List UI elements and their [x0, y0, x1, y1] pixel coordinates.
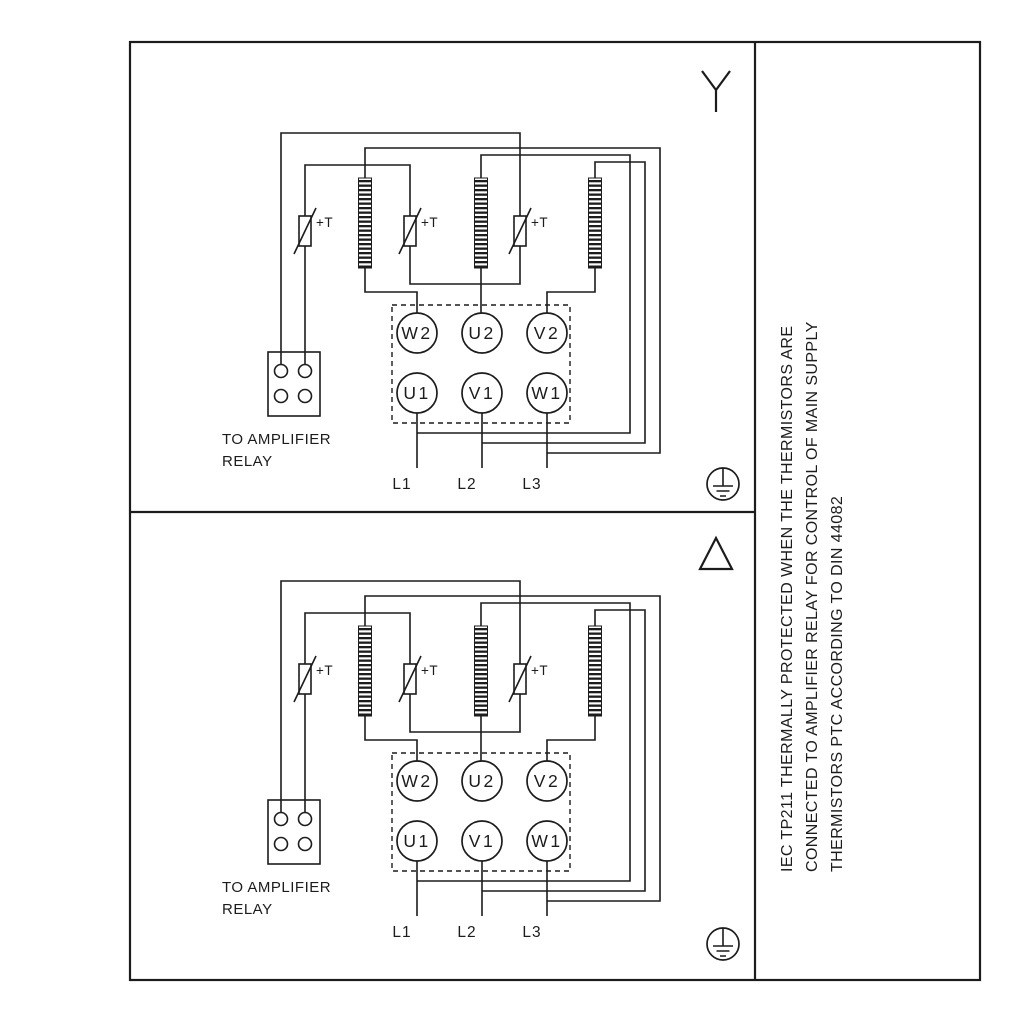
terminal-label-u2: U2 — [468, 323, 495, 343]
delta-icon — [698, 535, 734, 571]
terminal-label-v1: V1 — [469, 383, 495, 403]
thermistor-label: +T — [421, 215, 438, 230]
panel-delta: W2 U2 V2 U1 V1 W1 +T +T +T TO AMPLIFIER … — [222, 535, 740, 961]
supply-label-l2: L2 — [457, 924, 476, 941]
terminal-label-w2: W2 — [401, 323, 432, 343]
terminal-label-u1: U1 — [403, 383, 430, 403]
terminal-label-u1: U1 — [403, 831, 430, 851]
supply-label-l3: L3 — [522, 924, 541, 941]
supply-label-l3: L3 — [522, 476, 541, 493]
thermistor-label: +T — [531, 215, 548, 230]
wye-icon — [701, 70, 731, 112]
terminal-label-v1: V1 — [469, 831, 495, 851]
terminal-label-v2: V2 — [534, 771, 560, 791]
thermistor-label: +T — [531, 663, 548, 678]
terminal-label-v2: V2 — [534, 323, 560, 343]
side-note-line-1: IEC TP211 THERMALLY PROTECTED WHEN THE T… — [779, 326, 796, 872]
terminal-label-w1: W1 — [531, 831, 562, 851]
thermistor-label: +T — [316, 215, 333, 230]
panel-star-artwork — [267, 132, 661, 469]
terminal-label-u2: U2 — [468, 771, 495, 791]
relay-caption-line2: RELAY — [222, 901, 273, 918]
terminal-label-w2: W2 — [401, 771, 432, 791]
supply-label-l2: L2 — [457, 476, 476, 493]
supply-label-l1: L1 — [392, 924, 411, 941]
relay-caption-line2: RELAY — [222, 453, 273, 470]
relay-caption-line1: TO AMPLIFIER — [222, 431, 331, 448]
earth-ground-icon — [706, 467, 740, 501]
side-note-line-2: CONNECTED TO AMPLIFIER RELAY FOR CONTROL… — [804, 321, 821, 872]
relay-caption-line1: TO AMPLIFIER — [222, 879, 331, 896]
panel-delta-artwork — [267, 580, 661, 917]
panel-star: W2 U2 V2 U1 V1 W1 +T +T +T TO AMPLIFIER … — [222, 70, 740, 501]
side-note-line-3: THERMISTORS PTC ACCORDING TO DIN 44082 — [829, 496, 846, 872]
earth-ground-icon — [706, 927, 740, 961]
side-note: IEC TP211 THERMALLY PROTECTED WHEN THE T… — [779, 321, 846, 872]
supply-label-l1: L1 — [392, 476, 411, 493]
terminal-label-w1: W1 — [531, 383, 562, 403]
thermistor-label: +T — [421, 663, 438, 678]
thermistor-label: +T — [316, 663, 333, 678]
